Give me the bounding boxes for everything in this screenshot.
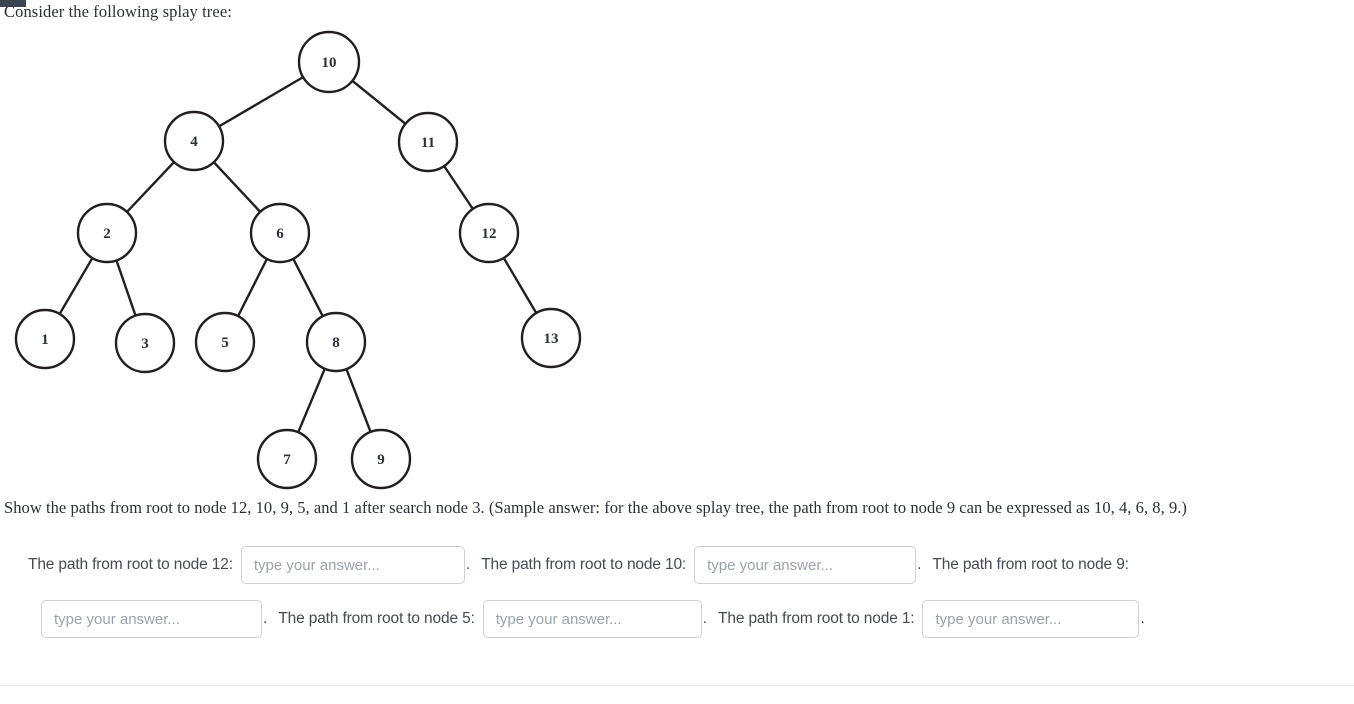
tree-edge-10-4 [216, 75, 306, 129]
answer-period-4: . [702, 610, 708, 627]
question-instruction: Show the paths from root to node 12, 10,… [4, 498, 1187, 517]
answer-input-node-9[interactable] [41, 600, 262, 638]
tree-edge-10-11 [350, 79, 408, 126]
answer-label-node-1: The path from root to node 1: [718, 610, 915, 627]
tree-node-12: 12 [458, 202, 520, 264]
tree-node-circle-6 [249, 202, 311, 264]
answer-fields-area: The path from root to node 12: . The pat… [0, 538, 1354, 646]
tree-edge-2-1 [57, 255, 95, 317]
tree-node-label-7: 7 [283, 452, 291, 468]
tree-edge-6-8 [291, 256, 325, 319]
answer-label-node-5: The path from root to node 5: [278, 610, 475, 627]
tree-node-5: 5 [194, 311, 256, 373]
tree-node-circle-8 [305, 311, 367, 373]
tree-node-11: 11 [397, 111, 459, 173]
tree-node-circle-13 [520, 307, 582, 369]
answer-input-node-1[interactable] [922, 600, 1140, 638]
answer-input-node-5[interactable] [482, 600, 702, 638]
tree-node-2: 2 [76, 202, 138, 264]
answer-input-node-10[interactable] [694, 546, 917, 584]
tree-node-label-10: 10 [322, 55, 337, 71]
answer-label-node-10: The path from root to node 10: [481, 556, 687, 573]
answer-period-2: . [917, 556, 922, 573]
tree-node-label-2: 2 [103, 226, 111, 242]
tree-node-4: 4 [163, 110, 225, 172]
tree-node-circle-10 [297, 30, 361, 94]
tree-edge-4-6 [211, 160, 263, 214]
tree-node-6: 6 [249, 202, 311, 264]
bottom-divider [0, 685, 1354, 686]
answer-row-2: . The path from root to node 5: . The pa… [0, 592, 1354, 646]
answer-row-1: The path from root to node 12: . The pat… [0, 538, 1354, 592]
tree-node-label-3: 3 [141, 336, 149, 352]
tree-edge-4-2 [125, 160, 176, 214]
tree-node-7: 7 [256, 428, 318, 490]
tree-node-circle-12 [458, 202, 520, 264]
tree-node-1: 1 [14, 308, 76, 370]
tree-node-circle-3 [114, 312, 176, 374]
tree-edge-8-7 [296, 366, 327, 435]
tree-node-9: 9 [350, 428, 412, 490]
tree-node-circle-1 [14, 308, 76, 370]
answer-period-1: . [465, 556, 471, 573]
tree-node-label-5: 5 [221, 335, 229, 351]
tree-edge-8-9 [344, 366, 373, 435]
tree-node-label-9: 9 [377, 452, 385, 468]
tree-edge-12-13 [502, 255, 538, 316]
tree-node-8: 8 [305, 311, 367, 373]
tree-node-label-13: 13 [544, 331, 559, 347]
tree-node-label-4: 4 [190, 134, 198, 150]
tree-node-label-11: 11 [421, 135, 435, 151]
tree-edge-2-3 [114, 258, 138, 318]
tree-node-circle-2 [76, 202, 138, 264]
tree-edges [57, 75, 538, 435]
answer-period-3: . [263, 610, 268, 627]
tree-node-label-1: 1 [41, 332, 49, 348]
answer-label-node-9: The path from root to node 9: [932, 556, 1129, 573]
tree-node-3: 3 [114, 312, 176, 374]
answer-period-5: . [1140, 610, 1145, 627]
tree-node-circle-11 [397, 111, 459, 173]
tree-node-label-6: 6 [276, 226, 284, 242]
answer-input-node-12[interactable] [240, 546, 465, 584]
tree-node-13: 13 [520, 307, 582, 369]
answer-label-node-12: The path from root to node 12: [28, 556, 233, 573]
tree-node-10: 10 [297, 30, 361, 94]
tree-edge-11-12 [442, 164, 475, 211]
tree-node-circle-5 [194, 311, 256, 373]
tree-node-circle-7 [256, 428, 318, 490]
tree-node-label-12: 12 [482, 226, 497, 242]
cropped-toolbar-artifact [0, 0, 26, 7]
tree-node-label-8: 8 [332, 335, 340, 351]
page-prompt: Consider the following splay tree: [4, 2, 232, 21]
tree-edge-6-5 [236, 256, 269, 319]
tree-node-circle-4 [163, 110, 225, 172]
tree-node-circle-9 [350, 428, 412, 490]
